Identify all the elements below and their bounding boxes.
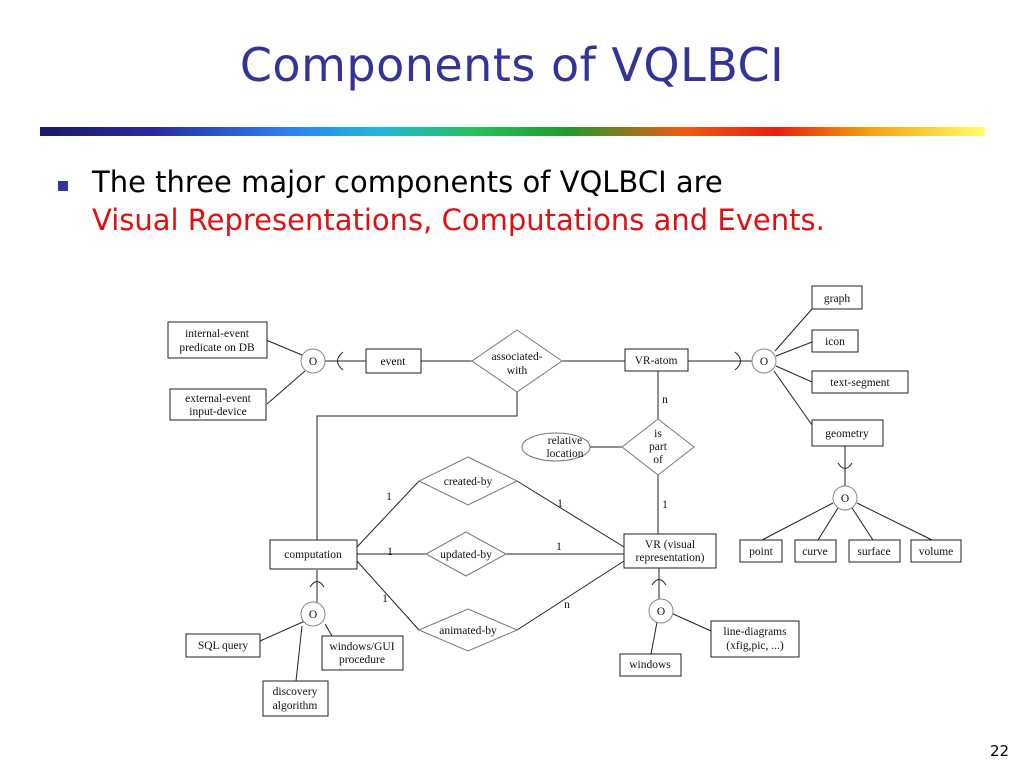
entity-windows	[619, 653, 682, 677]
entity-internal-event	[167, 321, 268, 359]
label-point: point	[749, 546, 773, 558]
specialization-circle-vr-atom	[751, 348, 777, 374]
cardinality-animated-right: n	[564, 599, 570, 611]
relationship-updated-by	[424, 531, 508, 577]
specialization-o-event: O	[309, 356, 317, 368]
label-curve: curve	[802, 546, 828, 558]
label-windows: windows	[629, 659, 671, 671]
entity-event	[365, 348, 422, 374]
label-line-diagrams-1: line-diagrams	[723, 626, 787, 638]
label-vr-2: representation)	[636, 552, 705, 564]
bullet-square-icon	[58, 181, 68, 191]
specialization-o-computation: O	[309, 609, 317, 621]
label-line-diagrams-2: (xfig,pic, ...)	[726, 640, 784, 652]
entity-computation	[269, 539, 358, 570]
label-vr-atom: VR-atom	[635, 355, 678, 367]
relationship-animated-by	[417, 608, 519, 652]
entity-sql-query	[185, 633, 261, 658]
label-created-by: created-by	[444, 476, 493, 488]
label-geometry: geometry	[825, 428, 869, 440]
label-is-part-of-1: is	[654, 428, 662, 440]
label-updated-by: updated-by	[440, 549, 492, 561]
label-graph: graph	[824, 293, 850, 305]
label-associated-with-1: associated-	[491, 351, 542, 363]
slide-title: Components of VQLBCI	[239, 38, 785, 92]
label-windows-gui-1: windows/GUI	[329, 641, 394, 653]
label-volume: volume	[919, 546, 954, 558]
entity-external-event	[169, 388, 267, 421]
entity-windows-gui	[321, 635, 404, 671]
entity-discovery	[262, 680, 329, 717]
label-is-part-of-3: of	[653, 454, 663, 466]
cardinality-is-part-of-top: n	[662, 394, 668, 406]
attribute-relative-location	[521, 432, 591, 462]
entity-vr-atom	[624, 348, 689, 372]
relationship-created-by	[417, 456, 519, 506]
label-sql-query: SQL query	[198, 640, 249, 652]
cardinality-updated-left: 1	[387, 546, 393, 558]
label-discovery-2: algorithm	[273, 700, 318, 712]
specialization-circle-computation	[300, 601, 326, 627]
relationship-associated-with	[471, 329, 563, 393]
specialization-circle-geometry	[832, 485, 858, 511]
label-relative-location-2: location	[546, 448, 583, 460]
label-computation: computation	[284, 549, 342, 561]
label-event: event	[381, 356, 407, 368]
label-associated-with-2: with	[507, 365, 528, 377]
bullet-text: The three major components of VQLBCI are	[92, 165, 723, 199]
specialization-o-vr: O	[657, 606, 665, 618]
specialization-circle-vr	[648, 598, 674, 624]
bullet-highlight-text: Visual Representations, Computations and…	[92, 203, 825, 237]
label-external-event-1: external-event	[185, 393, 252, 405]
specialization-o-vr-atom: O	[760, 356, 768, 368]
entity-text-segment	[811, 370, 909, 394]
entity-geometry	[811, 419, 884, 447]
cardinality-updated-right: 1	[556, 541, 562, 553]
specialization-circle-event	[300, 348, 326, 374]
entity-graph	[811, 285, 863, 310]
entity-curve	[794, 539, 837, 563]
label-relative-location-1: relative	[548, 435, 582, 447]
relationship-is-part-of	[621, 418, 695, 476]
label-discovery-1: discovery	[273, 686, 318, 698]
entity-surface	[848, 539, 901, 563]
label-surface: surface	[857, 546, 890, 558]
entity-vr	[623, 533, 717, 569]
entity-point	[739, 539, 783, 563]
label-text-segment: text-segment	[830, 377, 890, 389]
label-icon: icon	[825, 336, 845, 348]
cardinality-animated-left: 1	[382, 593, 388, 605]
cardinality-created-left: 1	[386, 491, 392, 503]
entity-volume	[910, 539, 962, 563]
label-is-part-of-2: part	[649, 441, 668, 453]
label-external-event-2: input-device	[189, 406, 246, 418]
specialization-o-geometry: O	[841, 493, 849, 505]
label-internal-event-2: predicate on DB	[179, 342, 255, 354]
label-animated-by: animated-by	[439, 625, 497, 637]
entity-line-diagrams	[710, 620, 800, 658]
cardinality-created-right: 1	[557, 498, 563, 510]
label-internal-event-1: internal-event	[185, 328, 250, 340]
page-number: 22	[990, 742, 1010, 760]
label-vr-1: VR (visual	[645, 539, 695, 551]
title-divider	[40, 127, 985, 136]
label-windows-gui-2: procedure	[339, 654, 385, 666]
entity-icon	[811, 329, 859, 353]
cardinality-is-part-of-bottom: 1	[662, 499, 668, 511]
